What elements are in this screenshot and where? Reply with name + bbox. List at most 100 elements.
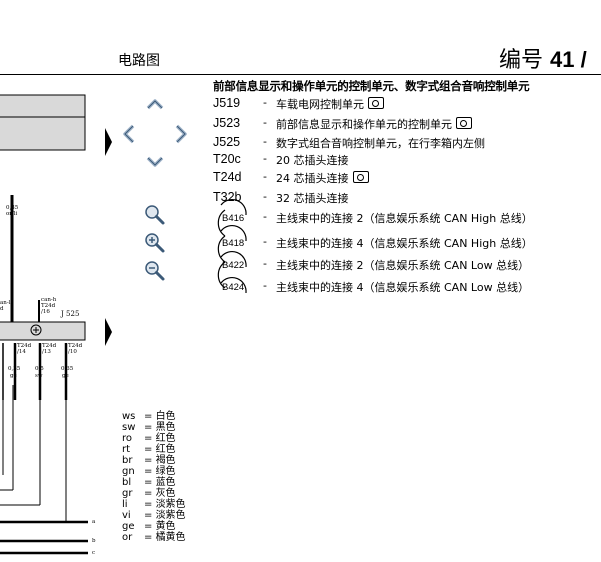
color-code-item: ws= 白色 bbox=[122, 411, 176, 422]
pin-color-label: ge bbox=[62, 373, 69, 379]
color-code: ws bbox=[122, 411, 136, 422]
wire-color-label: or/li bbox=[6, 211, 18, 217]
camera-icon[interactable] bbox=[368, 97, 384, 109]
page-number-label: 编号 bbox=[499, 48, 544, 73]
color-code: rt bbox=[122, 444, 131, 455]
color-code: ro bbox=[122, 433, 133, 444]
pin-size-label: 0,35 bbox=[8, 366, 21, 372]
color-code: li bbox=[122, 499, 128, 510]
chevron-right-icon bbox=[175, 124, 187, 144]
color-code: bl bbox=[122, 477, 132, 488]
pin-conn-label: T24d bbox=[68, 343, 83, 349]
color-code: vi bbox=[122, 510, 131, 521]
pin-size-label: 0,5 bbox=[35, 366, 44, 372]
legend-desc: 32 芯插头连接 bbox=[276, 192, 349, 205]
pin-conn-label: T24d bbox=[17, 343, 32, 349]
page-next-arrow-2-icon bbox=[105, 318, 112, 346]
bus-b-label: b bbox=[92, 538, 96, 544]
j525-module bbox=[0, 321, 86, 341]
pan-left-button[interactable] bbox=[122, 124, 136, 144]
color-code-item: rt= 红色 bbox=[122, 444, 176, 455]
zoom-in-button[interactable] bbox=[144, 232, 166, 254]
zoom-out-icon bbox=[145, 261, 165, 281]
camera-icon[interactable] bbox=[456, 117, 472, 129]
connector-label: B418 bbox=[222, 238, 245, 249]
bus-c-label: c bbox=[92, 550, 96, 556]
color-name: 黑色 bbox=[155, 422, 176, 433]
color-code-item: sw= 黑色 bbox=[122, 422, 176, 433]
pin-label: /14 bbox=[17, 349, 26, 355]
can-right-conn-label: T24d bbox=[41, 303, 56, 309]
camera-icon[interactable] bbox=[352, 171, 369, 183]
legend-desc: 主线束中的连接 4（信息娱乐系统 CAN Low 总线） bbox=[276, 281, 530, 294]
chevron-left-icon bbox=[123, 124, 135, 144]
color-code: or bbox=[122, 532, 133, 543]
legend-code: J525 bbox=[213, 135, 241, 149]
zoom-out-button[interactable] bbox=[144, 260, 166, 282]
page-number-value: 41 / bbox=[550, 47, 587, 72]
color-code-item: vi= 淡紫色 bbox=[122, 510, 186, 521]
color-name: 淡紫色 bbox=[155, 499, 186, 510]
magnifier-icon bbox=[145, 205, 165, 225]
zoom-fit-button[interactable] bbox=[144, 204, 166, 226]
pin-label: /10 bbox=[68, 349, 77, 355]
chevron-down-icon bbox=[146, 156, 164, 167]
page-title: 电路图 bbox=[118, 53, 160, 69]
can-left-label: an-l bbox=[0, 300, 11, 306]
page-number: 编号 41 / bbox=[499, 42, 587, 74]
color-name: 红色 bbox=[155, 444, 176, 455]
color-code: sw bbox=[122, 422, 136, 433]
pin-size-label: 0,35 bbox=[61, 366, 74, 372]
pin-color-label: ge bbox=[10, 373, 17, 379]
legend-code: T20c bbox=[213, 152, 241, 166]
pan-right-button[interactable] bbox=[174, 124, 188, 144]
legend-desc: 车载电网控制单元 bbox=[276, 98, 364, 111]
color-name: 红色 bbox=[155, 433, 176, 444]
color-code-item: ro= 红色 bbox=[122, 433, 176, 444]
connector-label: B416 bbox=[222, 213, 245, 224]
wire-size-label: 0,35 bbox=[6, 205, 19, 211]
connector-label: B424 bbox=[222, 282, 245, 293]
can-right-label: can-h bbox=[41, 297, 57, 303]
legend-code: T24d bbox=[213, 170, 242, 184]
color-code-item: br= 褐色 bbox=[122, 455, 176, 466]
pan-down-button[interactable] bbox=[146, 156, 164, 168]
color-code-item: bl= 蓝色 bbox=[122, 477, 176, 488]
pin-label: /13 bbox=[42, 349, 51, 355]
can-left-pin-label: d bbox=[0, 306, 4, 312]
color-code-item: or= 橘黄色 bbox=[122, 532, 186, 543]
color-name: 淡紫色 bbox=[155, 510, 186, 521]
can-right-pin-label: /16 bbox=[41, 309, 50, 315]
color-code-item: ge= 黄色 bbox=[122, 521, 176, 532]
color-name: 黄色 bbox=[155, 521, 176, 532]
zoom-in-icon bbox=[145, 233, 165, 253]
color-code-item: gn= 绿色 bbox=[122, 466, 176, 477]
legend-desc: 数字式组合音响控制单元，在行李箱内左侧 bbox=[276, 137, 485, 150]
legend-desc: 20 芯插头连接 bbox=[276, 154, 349, 167]
color-code-item: gr= 灰色 bbox=[122, 488, 176, 499]
color-name: 绿色 bbox=[155, 466, 176, 477]
color-name: 蓝色 bbox=[155, 477, 176, 488]
legend-desc: 前部信息显示和操作单元的控制单元 bbox=[276, 118, 452, 131]
pin-color-label: sw bbox=[35, 373, 43, 379]
j525-label: J 525 bbox=[61, 310, 80, 318]
color-name: 橘黄色 bbox=[155, 532, 186, 543]
legend-desc: 主线束中的连接 4（信息娱乐系统 CAN High 总线） bbox=[276, 237, 533, 250]
legend-code: J523 bbox=[213, 116, 241, 130]
color-code: ge bbox=[122, 521, 135, 532]
connector-label: B422 bbox=[222, 260, 245, 271]
pin-conn-label: T24d bbox=[42, 343, 57, 349]
color-name: 灰色 bbox=[155, 488, 176, 499]
ground-symbol-icon bbox=[30, 324, 42, 336]
color-code: gr bbox=[122, 488, 133, 499]
header-divider bbox=[0, 74, 601, 75]
color-name: 褐色 bbox=[155, 455, 176, 466]
module-box-top bbox=[0, 94, 86, 151]
color-code-item: li= 淡紫色 bbox=[122, 499, 186, 510]
pan-up-button[interactable] bbox=[146, 98, 164, 110]
page-next-arrow-icon bbox=[105, 128, 112, 156]
bus-a-label: a bbox=[92, 519, 96, 525]
legend-code: T32b bbox=[213, 190, 242, 204]
legend-desc: 主线束中的连接 2（信息娱乐系统 CAN High 总线） bbox=[276, 212, 533, 225]
